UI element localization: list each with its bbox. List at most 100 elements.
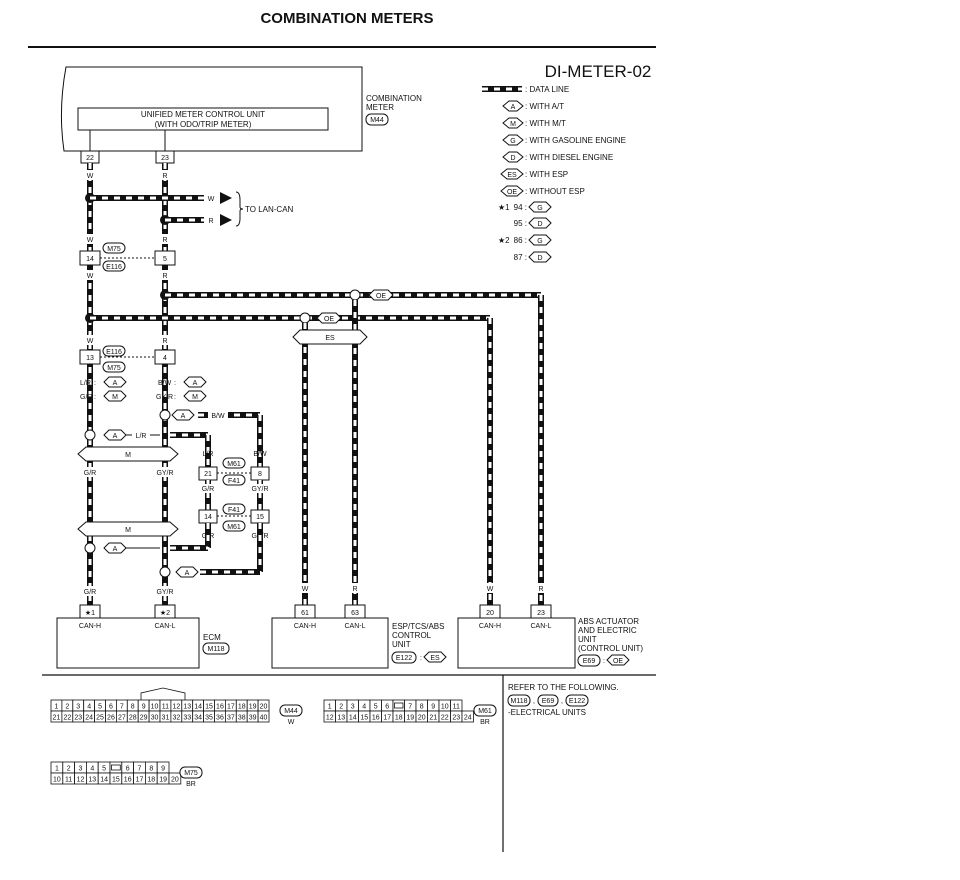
svg-text:CAN-H: CAN-H	[294, 623, 316, 630]
svg-text:R: R	[538, 586, 543, 593]
svg-text:E116: E116	[106, 349, 122, 356]
svg-text:(CONTROL UNIT): (CONTROL UNIT)	[578, 644, 643, 653]
pin-cell	[461, 710, 474, 723]
svg-text:G/R: G/R	[202, 486, 214, 493]
svg-text:W: W	[87, 273, 94, 280]
pin-number: 19	[249, 704, 257, 711]
svg-text:R: R	[162, 338, 167, 345]
pin-number: 23	[452, 715, 460, 722]
pin-number: 1	[328, 704, 332, 711]
pin-number: 2	[65, 704, 69, 711]
pin-number: 3	[351, 704, 355, 711]
svg-text:: WITH DIESEL ENGINE: : WITH DIESEL ENGINE	[525, 153, 613, 162]
refer-note: REFER TO THE FOLLOWING. M118 , E69 , E12…	[507, 683, 619, 717]
combination-meter: UNIFIED METER CONTROL UNIT (WITH ODO/TRI…	[60, 66, 422, 164]
svg-text:,: ,	[561, 698, 563, 705]
pin-number: 6	[385, 704, 389, 711]
svg-text:ES: ES	[430, 655, 440, 662]
connector-id: M75	[184, 770, 198, 777]
svg-text:A: A	[185, 570, 190, 577]
svg-text:A: A	[193, 380, 198, 387]
svg-text:87 :: 87 :	[514, 253, 527, 262]
pin-number: 8	[131, 704, 135, 711]
star-note-4: 87 : D	[514, 251, 552, 263]
main-trunks	[87, 163, 168, 605]
svg-text:8: 8	[258, 471, 262, 478]
legend-tag-g: G : WITH GASOLINE ENGINE	[502, 134, 626, 146]
pin-number: 3	[79, 766, 83, 773]
diagram-id: DI-METER-02	[545, 62, 652, 81]
pin-number: 18	[395, 715, 403, 722]
legend-data-line: : DATA LINE	[525, 85, 569, 94]
svg-text:GY/R: GY/R	[156, 394, 173, 401]
to-lan-can-branch: W R TO LAN-CAN	[85, 191, 294, 227]
pin-number: 30	[151, 715, 159, 722]
pin-number: 15	[112, 777, 120, 784]
svg-text:94 :: 94 :	[514, 203, 527, 212]
svg-text::: :	[174, 394, 176, 401]
pin-number: 4	[90, 766, 94, 773]
svg-text:G/R: G/R	[80, 394, 92, 401]
svg-text:M61: M61	[227, 461, 241, 468]
pin-number: 1	[54, 704, 58, 711]
pin-number: 12	[77, 777, 85, 784]
meter-label: COMBINATION	[366, 94, 422, 103]
svg-text:M118: M118	[208, 646, 225, 653]
svg-text:(WITH ODO/TRIP METER): (WITH ODO/TRIP METER)	[155, 120, 252, 129]
pin-number: 15	[205, 704, 213, 711]
svg-text:R: R	[352, 586, 357, 593]
pin-number: 20	[418, 715, 426, 722]
connector-e116-m75-lower: 13 4 E116 M75	[79, 345, 176, 373]
svg-text:23: 23	[161, 155, 169, 162]
svg-text:14: 14	[86, 256, 94, 263]
connector-m75-e116-upper: 14 5 M75 E116	[79, 242, 176, 272]
pin-number: 19	[406, 715, 414, 722]
svg-text:CAN-H: CAN-H	[479, 623, 501, 630]
pin-number: 10	[151, 704, 159, 711]
svg-text:W: W	[87, 173, 94, 180]
pin-number: 16	[216, 704, 224, 711]
svg-text::: :	[420, 655, 422, 662]
pin-number: 15	[360, 715, 368, 722]
svg-text:B/W: B/W	[211, 413, 225, 420]
pin-cell	[168, 772, 182, 785]
svg-text:UNIT: UNIT	[392, 640, 411, 649]
es-option-bar	[292, 329, 368, 345]
svg-text:REFER TO THE FOLLOWING.: REFER TO THE FOLLOWING.	[508, 683, 619, 692]
svg-text:M: M	[125, 527, 131, 534]
connector-m44-tag	[365, 113, 389, 126]
svg-text:M: M	[510, 121, 516, 128]
svg-text:CAN-L: CAN-L	[154, 623, 175, 630]
pin-number: 36	[216, 715, 224, 722]
svg-text::: :	[603, 658, 605, 665]
svg-text:W: W	[208, 196, 215, 203]
legend-tag-d: D : WITH DIESEL ENGINE	[502, 151, 613, 163]
pin-number: 7	[120, 704, 124, 711]
pin-number: 4	[362, 704, 366, 711]
pin-number: 26	[107, 715, 115, 722]
pin-number: 5	[98, 704, 102, 711]
pin-number: 8	[149, 766, 153, 773]
unified-meter-control-unit	[77, 107, 329, 131]
pin-number: 25	[96, 715, 104, 722]
pin-number: 29	[140, 715, 148, 722]
pin-number: 23	[74, 715, 82, 722]
pin-number: 16	[124, 777, 132, 784]
pin-number: 17	[227, 704, 235, 711]
to-lan-can-label: TO LAN-CAN	[245, 205, 294, 214]
pin-number: 13	[337, 715, 345, 722]
pin-number: 24	[464, 715, 472, 722]
svg-text:M118: M118	[511, 698, 528, 705]
svg-text:R: R	[162, 273, 167, 280]
pin-number: 8	[420, 704, 424, 711]
ecm-unit: ★1 ★2 CAN-H CAN-L ECM M118	[56, 604, 230, 669]
svg-text:D: D	[510, 155, 515, 162]
pin-number: 40	[260, 715, 268, 722]
svg-text:: WITH ESP: : WITH ESP	[525, 170, 568, 179]
pin-number: 20	[260, 704, 268, 711]
pin-number: 7	[408, 704, 412, 711]
svg-text:15: 15	[256, 514, 264, 521]
svg-text:R: R	[162, 173, 167, 180]
svg-text:★1: ★1	[498, 203, 510, 212]
